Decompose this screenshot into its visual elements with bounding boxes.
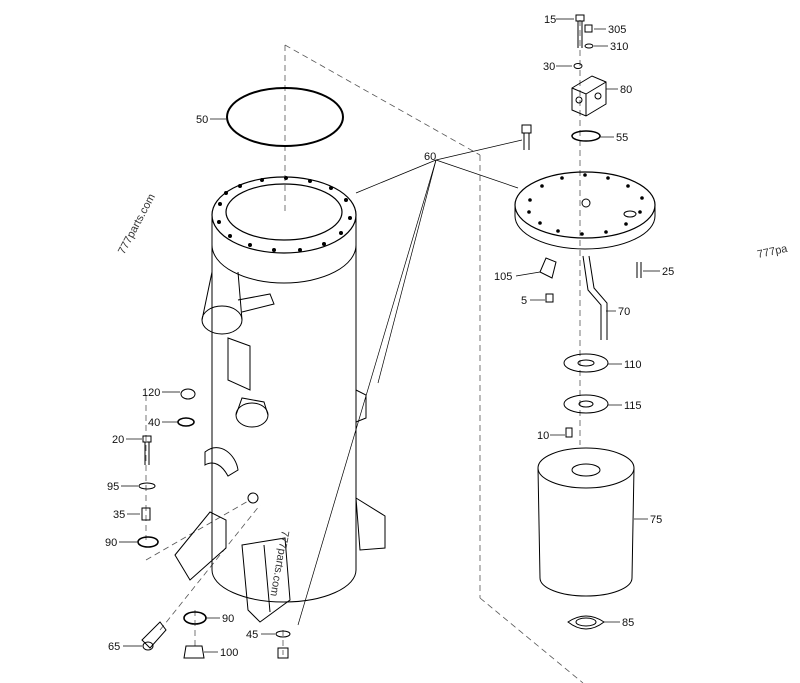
callout-40: 40 [148,417,160,429]
watermark-right: 777pa [756,243,789,261]
plug-lower [277,647,289,659]
callout-305: 305 [608,24,626,36]
tube-70 [582,255,608,340]
screw-10 [565,427,573,438]
leader-lines [119,18,660,653]
fitting-65 [141,621,167,651]
tank-body [174,176,386,623]
seal-40 [177,417,195,427]
callout-105: 105 [494,271,512,283]
callout-30: 30 [543,61,555,73]
o-ring-50 [226,87,344,147]
o-ring-55 [571,130,601,142]
spacer-35 [141,507,151,521]
callout-35: 35 [113,509,125,521]
callout-100: 100 [220,647,238,659]
dashed-guides [145,20,584,683]
cap-screw-15 [575,14,585,48]
callout-labels: 15 305 310 30 80 55 60 50 105 25 5 70 11… [105,14,674,659]
clip-105 [539,257,557,279]
filter-element-75 [537,447,635,597]
seal-90-upper [137,536,159,548]
screw-305 [584,24,593,33]
callout-20: 20 [112,434,124,446]
callout-95: 95 [107,481,119,493]
callout-90-lower: 90 [222,613,234,625]
washer-30 [573,63,583,69]
manifold-block-80 [571,75,607,117]
plate-115 [563,394,609,414]
callout-5: 5 [521,295,527,307]
callout-15: 15 [544,14,556,26]
callout-75: 75 [650,514,662,526]
washer-310 [584,43,594,49]
callout-50: 50 [196,114,208,126]
bolt-20 [142,435,152,465]
callout-65: 65 [108,641,120,653]
stud-25 [636,262,642,278]
gasket-85 [567,615,605,630]
cover-plate [514,171,656,250]
screw-5 [545,293,554,303]
callout-310: 310 [610,41,628,53]
callout-115: 115 [624,400,642,412]
callout-45: 45 [246,629,258,641]
callout-10: 10 [537,430,549,442]
callout-70: 70 [618,306,630,318]
callout-55: 55 [616,132,628,144]
callout-120: 120 [142,387,160,399]
washer-45 [275,630,291,638]
callout-90-upper: 90 [105,537,117,549]
callout-80: 80 [620,84,632,96]
callout-85: 85 [622,617,634,629]
plug-120 [180,388,196,400]
gasket-110 [563,353,609,373]
callout-60: 60 [424,151,436,163]
callout-110: 110 [624,359,642,371]
callout-25: 25 [662,266,674,278]
watermark-left: 777parts.com [116,192,158,256]
washer-95 [138,482,156,490]
bolt-60 [521,124,532,150]
plug-100 [183,645,205,659]
